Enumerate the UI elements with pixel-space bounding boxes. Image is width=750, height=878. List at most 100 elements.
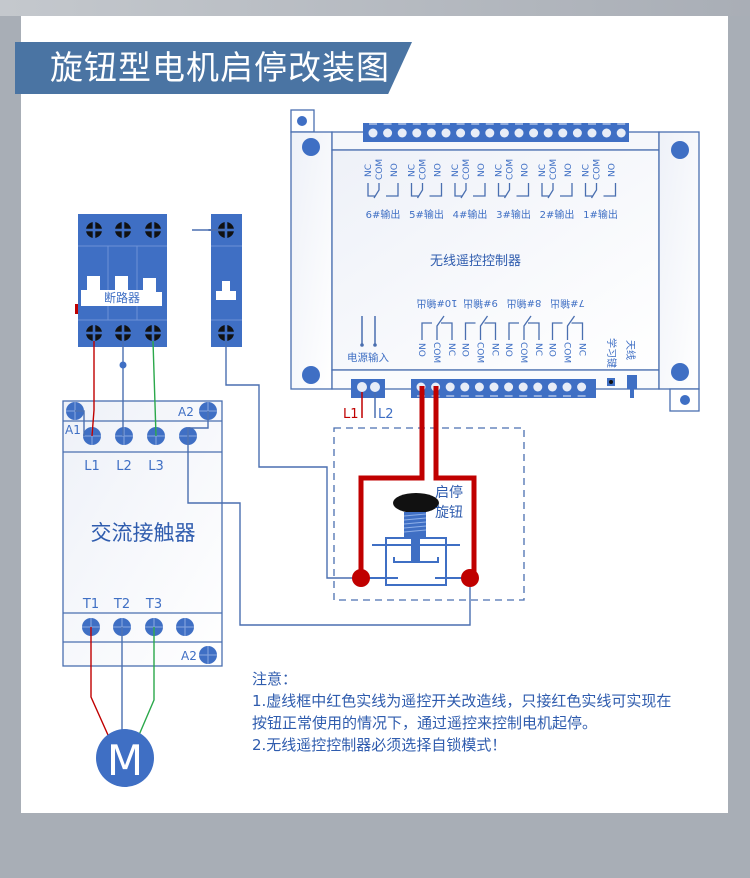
power-input-label: 电源输入 [347,351,389,364]
learn-key-label: 学习键 [605,338,618,368]
pin-label: NO [503,343,513,357]
terminal-screw [562,382,572,392]
pin-label: NC [490,343,500,356]
ac-contactor: A1 A2 A2 L1 L2 L3 T1 T2 T3 交流接触器 [62,400,223,667]
pin-label: COM [593,159,603,180]
coil-a2-top-label: A2 [178,405,194,419]
pin-label: NC [538,164,548,177]
terminal-screw [445,382,455,392]
output-label: 2#输出 [540,208,575,221]
control-wires [75,229,471,740]
output-label: 10#输出 [416,297,457,310]
mounting-hole [671,141,689,159]
terminal-screw [426,128,436,138]
pin-label: NO [564,163,574,177]
power-terminal-l2-label: L2 [378,407,394,422]
pin-label: COM [562,342,572,363]
terminal-screw [616,128,626,138]
pin-label: NC [577,343,587,356]
note-2: 2.无线遥控控制器必须选择自锁模式！ [252,736,507,754]
terminal-screw [368,128,378,138]
terminal-screw [514,128,524,138]
antenna-label: 天线 [624,340,637,360]
top-terminal-dots [368,123,626,138]
pin-label: NO [416,343,426,357]
terminal-screw [529,128,539,138]
pin-label: NO [547,343,557,357]
terminal-l2-label: L2 [116,459,132,474]
knob-label-line1: 启停 [435,484,463,501]
terminal-t2-label: T2 [113,597,130,612]
red-modification-wires [358,386,477,578]
terminal-screw [547,382,557,392]
pin-label: NO [521,163,531,177]
pin-label: COM [375,159,385,180]
breaker-label: 断路器 [104,290,140,305]
pin-label: NO [608,163,618,177]
mounting-hole [302,138,320,156]
controller-name: 无线遥控控制器 [430,254,521,269]
pin-label: NC [364,164,374,177]
motor-icon [96,729,154,787]
circuit-breaker: 断路器 [75,214,167,347]
power-terminal-l1-label: L1 [343,407,359,422]
terminal-screw [499,128,509,138]
terminal-screw [587,128,597,138]
pin-label: COM [419,159,429,180]
output-label: 4#输出 [453,208,488,221]
terminal-t1-label: T1 [82,597,99,612]
pin-label: COM [549,159,559,180]
pin-label: NC [495,164,505,177]
output-label: 1#输出 [583,208,618,221]
terminal-screw [518,382,528,392]
notes-heading: 注意： [252,670,298,688]
coil-a2-bottom-label: A2 [181,649,197,663]
output-label: 8#输出 [507,297,542,310]
mounting-hole [671,363,689,381]
terminal-screw [543,128,553,138]
note-1: 1.虚线框中红色实线为遥控开关改造线，只接红色实线可实现在按钮正常使用的情况下，… [252,692,672,732]
terminal-t3-label: T3 [145,597,162,612]
background-top [0,0,750,16]
pin-label: NC [451,164,461,177]
pin-label: COM [506,159,516,180]
antenna-connector [627,375,637,389]
terminal-screw [485,128,495,138]
pin-label: COM [475,342,485,363]
terminal-screw [441,128,451,138]
terminal-screw [533,382,543,392]
output-label: 9#输出 [463,297,498,310]
knob-label-line2: 旋钮 [435,505,463,521]
pin-label: NO [434,163,444,177]
terminal-screw [504,382,514,392]
motor: M [96,729,154,787]
modification-dashed-box [333,427,525,601]
pin-label: NC [408,164,418,177]
pin-label: COM [518,342,528,363]
output-label: 5#输出 [409,208,444,221]
knob-cap-icon [393,493,439,513]
terminal-screw [460,382,470,392]
pin-label: NO [477,163,487,177]
output-label: 3#输出 [496,208,531,221]
terminal-screw [470,128,480,138]
coil-a1-label: A1 [65,423,81,437]
terminal-screw [474,382,484,392]
terminal-screw [572,128,582,138]
motor-label: M [107,736,143,785]
page-title: 旋钮型电机启停改装图 [50,48,390,87]
start-stop-knob-switch: 启停 旋钮 [352,484,479,587]
terminal-screw [383,128,393,138]
output-label: 6#输出 [366,208,401,221]
